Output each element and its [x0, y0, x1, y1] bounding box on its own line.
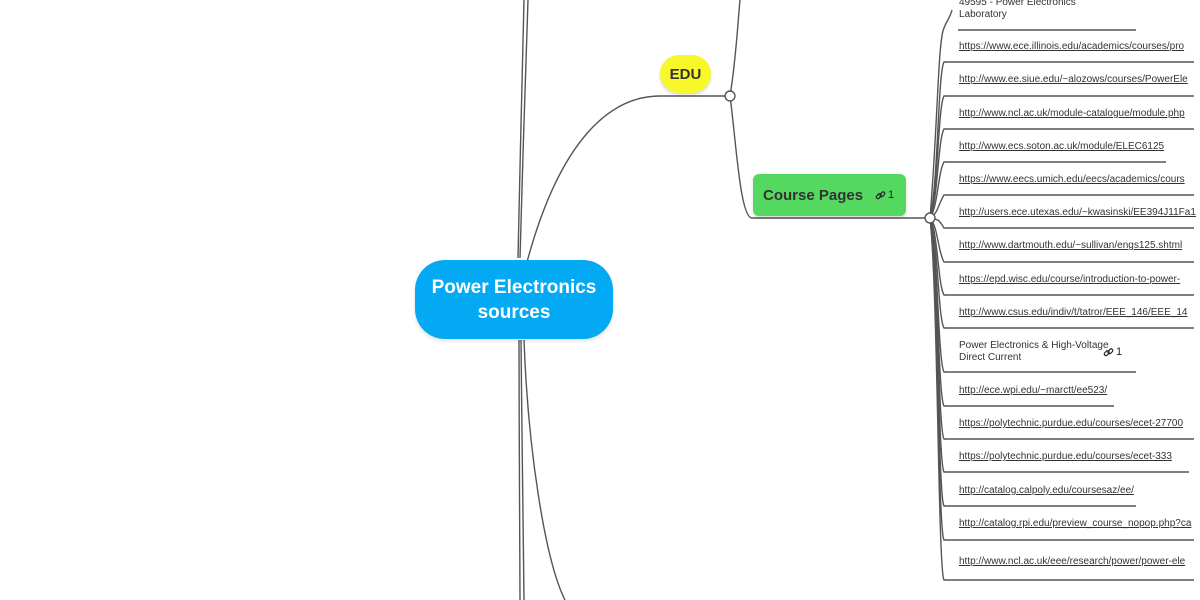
hvdc-link-count: 1 [1116, 346, 1123, 358]
edu-topic[interactable]: EDU [660, 55, 711, 93]
central-topic-label: Power Electronics sources [431, 276, 597, 323]
course-link-14[interactable]: http://catalog.calpoly.edu/coursesaz/ee/ [959, 485, 1134, 496]
leaf-hvdc[interactable]: Power Electronics & High-Voltage Direct … [959, 340, 1109, 363]
link-icon [875, 190, 886, 201]
link-badge[interactable]: 1 [875, 189, 894, 201]
course-link-16[interactable]: http://www.ncl.ac.uk/eee/research/power/… [959, 556, 1186, 567]
course-link-5[interactable]: https://www.eecs.umich.edu/eecs/academic… [959, 174, 1185, 185]
course-link-4[interactable]: http://www.ecs.soton.ac.uk/module/ELEC61… [959, 141, 1165, 152]
central-topic[interactable]: Power Electronics sources [415, 260, 613, 339]
edu-topic-label: EDU [669, 65, 702, 83]
course-pages-label: Course Pages [763, 186, 864, 204]
course-link-12[interactable]: https://polytechnic.purdue.edu/courses/e… [959, 418, 1184, 429]
course-link-8[interactable]: https://epd.wisc.edu/course/introduction… [959, 274, 1181, 285]
leaf-power-electronics-lab[interactable]: 49595 - Power Electronics Laboratory [959, 0, 1076, 20]
link-count: 1 [888, 189, 895, 201]
link-icon [1103, 347, 1114, 358]
branch-line [929, 217, 1194, 229]
course-link-7[interactable]: http://www.dartmouth.edu/~sullivan/engs1… [959, 240, 1183, 251]
course-link-2[interactable]: http://www.ee.siue.edu/~alozows/courses/… [959, 74, 1188, 85]
course-pages-topic[interactable]: Course Pages 1 [753, 174, 906, 216]
branch-line [929, 128, 1194, 219]
hvdc-link-badge[interactable]: 1 [1103, 346, 1122, 358]
course-link-9[interactable]: http://www.csus.edu/indiv/t/tatror/EEE_1… [959, 307, 1188, 318]
course-link-15[interactable]: http://catalog.rpi.edu/preview_course_no… [959, 518, 1192, 529]
course-link-3[interactable]: http://www.ncl.ac.uk/module-catalogue/mo… [959, 108, 1185, 119]
course-link-6[interactable]: http://users.ece.utexas.edu/~kwasinski/E… [959, 207, 1196, 218]
course-link-11[interactable]: http://ece.wpi.edu/~marctt/ee523/ [959, 385, 1108, 396]
course-link-1[interactable]: https://www.ece.illinois.edu/academics/c… [959, 41, 1185, 52]
branch-line [929, 217, 1194, 581]
course-link-13[interactable]: https://polytechnic.purdue.edu/courses/e… [959, 451, 1172, 462]
